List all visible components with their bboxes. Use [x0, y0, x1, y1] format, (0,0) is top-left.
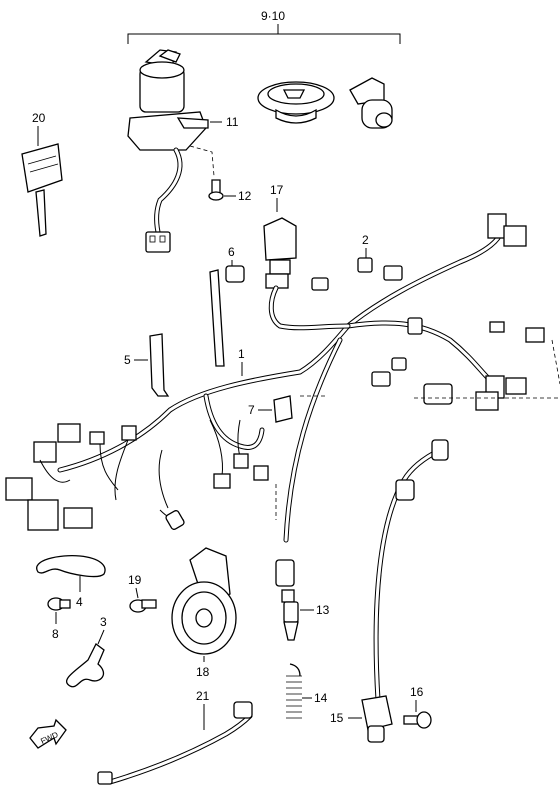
horn-18: 18 — [171, 547, 237, 679]
callout-label-20: 20 — [32, 111, 46, 125]
callout-label-19: 19 — [128, 573, 142, 587]
callout-label-3: 3 — [100, 615, 107, 629]
clamp-2: 2 — [357, 233, 373, 273]
callout-label-11: 11 — [226, 115, 239, 129]
callout-label-5: 5 — [124, 353, 131, 367]
cable-21: 21 — [97, 689, 253, 785]
callout-label-1: 1 — [238, 347, 245, 361]
key-20: 20 — [21, 111, 63, 237]
relay-17: 17 — [263, 183, 297, 289]
callout-label-4: 4 — [76, 595, 83, 609]
callout-1: 1 — [238, 347, 245, 376]
fuel-cap-part — [257, 81, 335, 124]
spring-14: 14 — [286, 663, 328, 719]
callout-label-9-10: 9·10 — [261, 9, 285, 23]
callout-label-2: 2 — [362, 233, 369, 247]
callout-11: 11 — [210, 115, 239, 129]
screw-12: 12 — [208, 179, 252, 203]
bolt-16: 16 — [403, 685, 432, 729]
callout-9-10: 9·10 — [127, 9, 401, 44]
clamp-6: 6 — [209, 245, 245, 367]
callout-label-17: 17 — [270, 183, 284, 197]
clamp-4: 4 — [36, 554, 106, 609]
callout-label-7: 7 — [248, 403, 255, 417]
callout-label-8: 8 — [52, 627, 59, 641]
forward-direction-arrow: FWD — [29, 718, 67, 749]
callout-label-6: 6 — [228, 245, 235, 259]
switch-15: 15 — [330, 695, 393, 743]
callout-label-13: 13 — [316, 603, 330, 617]
callout-label-14: 14 — [314, 691, 328, 705]
ignition-switch — [127, 49, 215, 253]
lock-bracket-part — [349, 77, 393, 129]
callout-label-16: 16 — [410, 685, 424, 699]
relay-7: 7 — [248, 395, 293, 423]
main-wiring-harness — [5, 213, 560, 703]
bolt-8: 8 — [47, 597, 71, 641]
bracket-5: 5 — [124, 333, 170, 397]
callout-label-15: 15 — [330, 711, 344, 725]
clamp-3: 3 — [65, 615, 107, 688]
callout-label-21: 21 — [196, 689, 210, 703]
switch-13: 13 — [275, 559, 330, 641]
callout-label-12: 12 — [238, 189, 252, 203]
bolt-19: 19 — [128, 573, 157, 613]
callout-label-18: 18 — [196, 665, 210, 679]
